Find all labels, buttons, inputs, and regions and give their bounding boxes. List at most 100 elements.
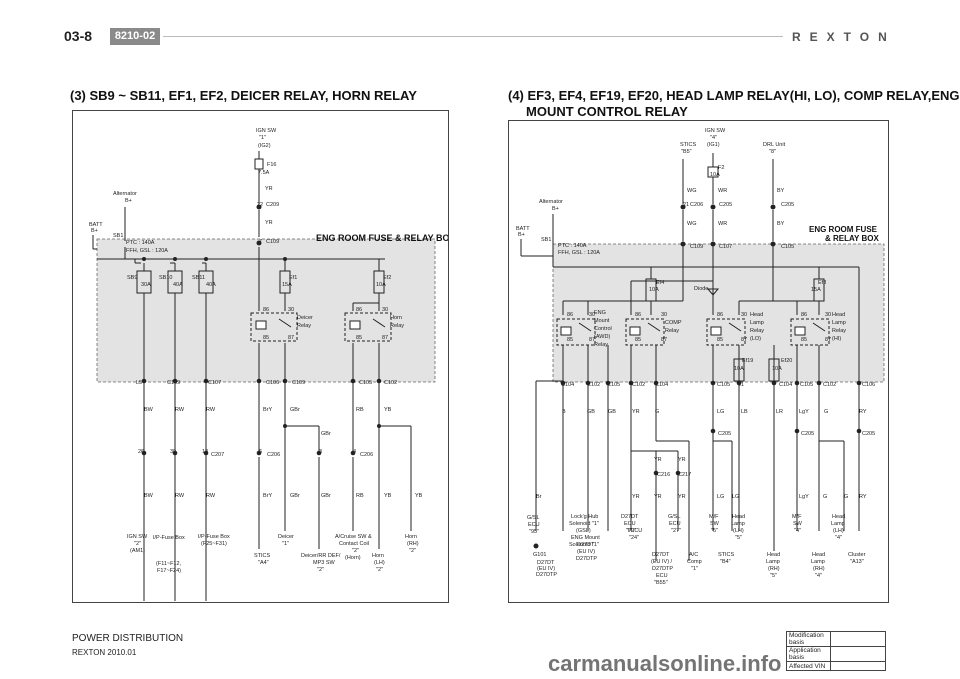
diagram-label: Head	[767, 552, 780, 558]
diagram-label: RB	[356, 407, 364, 413]
diagram-label: (GSL)	[576, 528, 591, 534]
diagram-label: YR	[678, 494, 686, 500]
diagram-label: "5"	[735, 535, 742, 541]
diagram-label: BY	[777, 221, 785, 227]
right-fuse-box-label-1: ENG ROOM FUSE	[809, 225, 878, 234]
diagram-label: "5"	[711, 528, 718, 534]
revision-label: Application basis	[786, 646, 831, 662]
diagram-label: 4	[353, 449, 356, 455]
diagram-label: M/F	[792, 514, 802, 520]
right-relays	[556, 318, 830, 346]
diagram-label: C104	[655, 382, 668, 388]
diagram-label: D27DTP	[652, 566, 673, 572]
page-number: 03-8	[64, 28, 93, 44]
diagram-label: "2"	[134, 541, 141, 547]
diagram-label: PTC : 140A	[126, 240, 155, 246]
brand-logo: REXTON	[792, 30, 896, 44]
diagram-label: YR	[654, 494, 662, 500]
diagram-label: WG	[687, 221, 696, 227]
diagram-label: SW	[710, 521, 720, 527]
diagram-label: RW	[175, 493, 185, 499]
left-section-title: (3) SB9 ~ SB11, EF1, EF2, DEICER RELAY, …	[70, 88, 417, 103]
diagram-label: STICS	[718, 552, 735, 558]
diagram-label: Relay	[665, 328, 679, 334]
diagram-label: ECU	[669, 521, 681, 527]
diagram-label: 87	[741, 337, 747, 343]
diagram-label: A/C	[689, 552, 698, 558]
diagram-label: WR	[718, 221, 727, 227]
diagram-label: BW	[144, 493, 154, 499]
diagram-label: Head	[832, 312, 845, 318]
right-connector-dots	[533, 204, 862, 549]
diagram-label: 87	[661, 337, 667, 343]
diagram-label: "4"	[835, 535, 842, 541]
diagram-label: B+	[91, 228, 98, 234]
diagram-label: C205	[719, 202, 732, 208]
diagram-label: Horn	[390, 315, 402, 321]
diagram-label: LG	[717, 409, 724, 415]
diagram-label: ENG	[594, 310, 606, 316]
diagram-label: Solenoid "1"	[569, 542, 599, 548]
footer-title: POWER DISTRIBUTION	[72, 633, 184, 644]
revision-label: Affected VIN	[786, 661, 831, 671]
right-wiring-diagram: ENG ROOM FUSE & RELAY BOX STICS"B5"IGN S…	[516, 128, 885, 586]
diagram-label: IGN SW	[705, 128, 726, 134]
diagram-label: C206	[690, 202, 703, 208]
diagram-label: (HI)	[832, 336, 841, 342]
diagram-label: (AM1)	[130, 548, 145, 554]
diagram-label: 85	[801, 337, 807, 343]
diagram-label: GB	[587, 409, 595, 415]
diagram-label: 87	[288, 335, 294, 341]
diagram-label: (EU IV) /	[651, 559, 673, 565]
diagram-label: 22	[257, 202, 263, 208]
diagram-label: C102	[823, 382, 836, 388]
diagram-label: Head	[732, 514, 745, 520]
diagram-label: C102	[632, 382, 645, 388]
diagram-label: ENG Mount	[571, 535, 600, 541]
diagram-label: "2"	[376, 567, 383, 573]
diagram-label: 87	[382, 335, 388, 341]
diagram-label: G	[844, 494, 848, 500]
revision-value	[830, 631, 886, 647]
diagram-label: SB9	[127, 275, 137, 281]
diagram-label: Lamp	[750, 320, 764, 326]
revision-info-table: Modification basis Application basis Aff…	[786, 631, 886, 671]
diagram-label: 13	[202, 449, 208, 455]
diagram-label: (LH)	[833, 528, 844, 534]
diagram-label: YR	[678, 457, 686, 463]
diagram-label: Ef20	[781, 358, 792, 364]
diagram-label: YB	[384, 493, 392, 499]
diagram-label: Head	[750, 312, 763, 318]
diagram-label: 86	[356, 307, 362, 313]
right-diagram-panel: ENG ROOM FUSE & RELAY BOX STICS"B5"IGN S…	[508, 120, 889, 603]
diagram-label: Ef1	[289, 275, 297, 281]
diagram-label: "4"	[794, 528, 801, 534]
diagram-label: LG	[732, 494, 739, 500]
diagram-label: 39	[170, 449, 176, 455]
diagram-label: C106	[266, 380, 279, 386]
diagram-label: Relay	[297, 323, 311, 329]
diagram-label: 40A	[206, 282, 216, 288]
diagram-label: I/P-Fuse Box	[153, 535, 185, 541]
diagram-label: "95"	[529, 529, 539, 535]
diagram-label: Ef3	[818, 280, 826, 286]
diagram-label: LB	[741, 409, 748, 415]
diagram-label: 10A	[376, 282, 386, 288]
diagram-label: "4"	[710, 135, 717, 141]
diagram-label: (Horn)	[345, 555, 361, 561]
left-fuse-box-label: ENG ROOM FUSE & RELAY BOX	[316, 233, 448, 243]
diagram-label: GBr	[321, 431, 331, 437]
diagram-label: 10A	[734, 366, 744, 372]
diagram-label: I/P-Fuse Box	[198, 534, 230, 540]
diagram-label: COMP	[665, 320, 682, 326]
diagram-label: YB	[384, 407, 392, 413]
diagram-label: 86	[635, 312, 641, 318]
diagram-label: 85	[356, 335, 362, 341]
diagram-label: C105	[359, 380, 372, 386]
diagram-label: C107	[208, 380, 221, 386]
diagram-label: Alternator	[113, 191, 137, 197]
diagram-label: B	[562, 409, 566, 415]
diagram-label: 85	[263, 335, 269, 341]
diagram-label: YR	[654, 457, 662, 463]
diagram-label: 15A	[811, 287, 821, 293]
